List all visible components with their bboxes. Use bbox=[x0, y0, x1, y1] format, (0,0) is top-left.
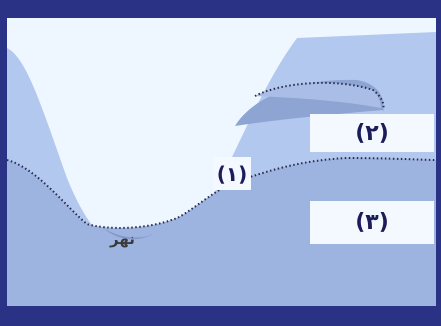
label-layer-2: (٢) bbox=[310, 114, 434, 152]
dotted-lens-line bbox=[254, 81, 385, 111]
river-bed bbox=[103, 228, 157, 240]
river-label: نهر bbox=[110, 230, 135, 248]
dotted-boundary-line bbox=[7, 156, 436, 229]
label-layer-3: (٣) bbox=[310, 201, 434, 244]
diagram-panel: (٢) (٣) (١) نهر bbox=[7, 18, 436, 306]
lens-top-band bbox=[255, 82, 381, 108]
lower-layer bbox=[7, 158, 436, 306]
label-layer-1: (١) bbox=[213, 157, 251, 190]
